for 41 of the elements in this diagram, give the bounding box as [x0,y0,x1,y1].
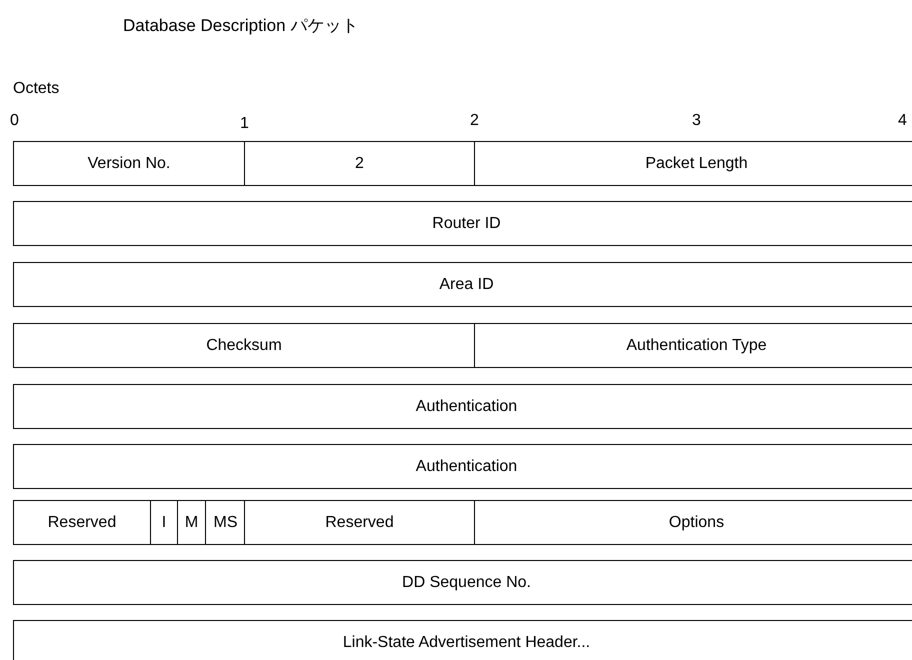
field-label: Checksum [206,336,282,354]
field-label: Router ID [432,214,501,232]
packet-field [244,500,475,545]
field-label: Authentication Type [626,336,767,354]
octet-number: 2 [470,112,479,130]
field-label: DD Sequence No. [402,574,531,592]
octet-number: 0 [10,112,19,130]
field-label: Options [668,514,724,532]
packet-field [13,323,475,368]
packet-field [244,141,475,186]
packet-field [474,500,912,545]
field-label: Reserved [325,514,394,532]
field-label: Reserved [48,514,116,532]
packet-field [13,384,912,429]
packet-field [13,620,912,660]
field-label: Packet Length [645,154,748,172]
field-label: MS [214,514,238,532]
field-label: Authentication [416,398,518,416]
packet-field [150,500,178,545]
packet-field [13,560,912,605]
octet-number: 4 [898,112,907,130]
field-label: Link-State Advertisement Header... [342,634,590,652]
field-label: Authentication [416,458,518,476]
packet-field [13,201,912,246]
packet-field [474,141,912,186]
packet-field [205,500,246,545]
packet-field [177,500,206,545]
octet-number: 3 [692,112,701,130]
packet-field [13,262,912,307]
diagram-title: Database Description パケット [123,15,358,37]
field-label: Area ID [439,276,494,294]
axis-title: Octets [13,80,60,98]
packet-field [13,444,912,489]
field-label: 2 [355,154,364,172]
field-label: I [162,514,166,532]
packet-field [13,500,151,545]
field-label: M [184,514,198,532]
packet-field [13,141,245,186]
packet-field [474,323,912,368]
field-label: Version No. [88,154,170,172]
octet-number: 1 [240,115,249,133]
